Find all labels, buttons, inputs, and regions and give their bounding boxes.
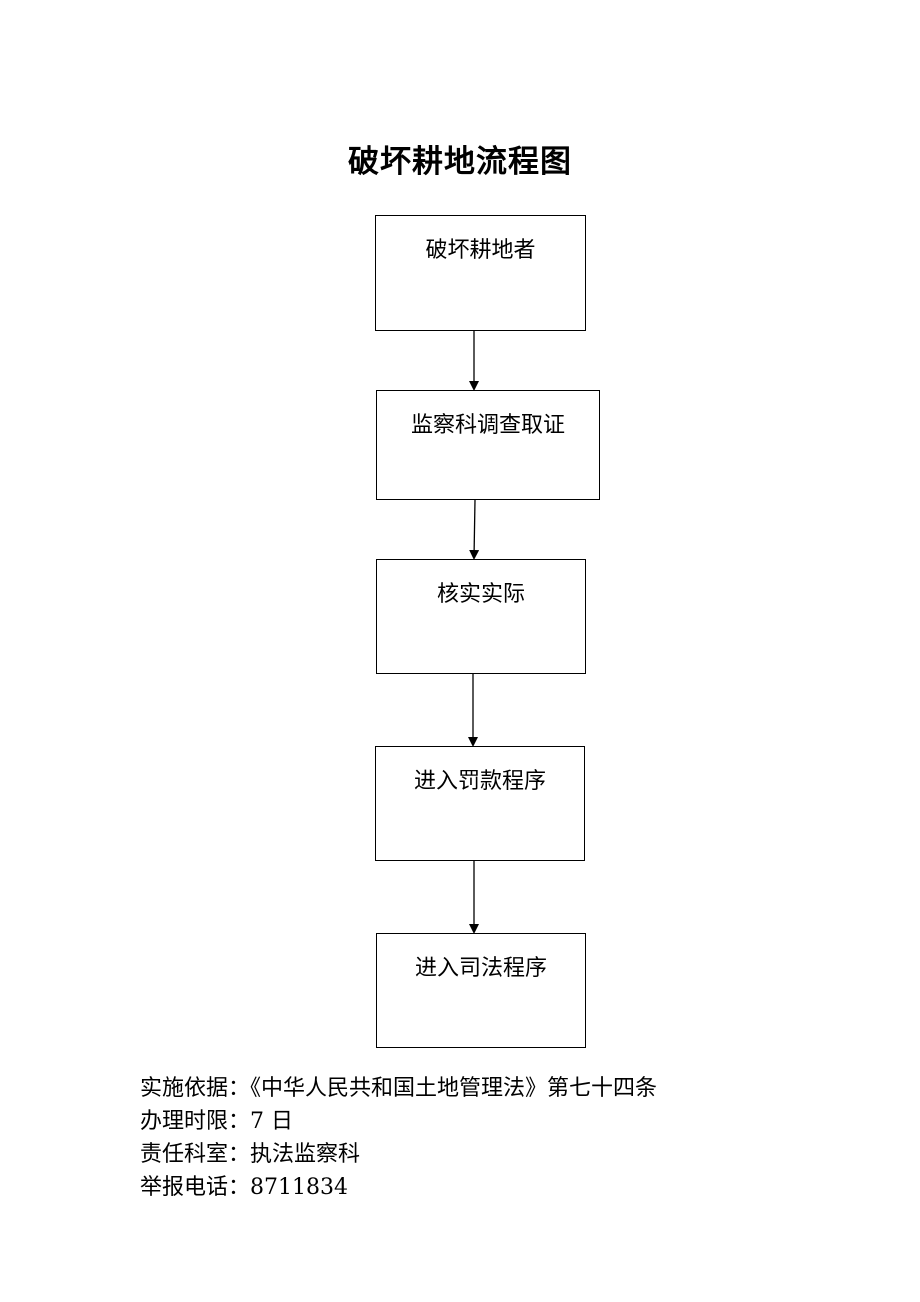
legal-basis: 实施依据：《中华人民共和国土地管理法》第七十四条 (140, 1076, 658, 1101)
page-title: 破坏耕地流程图 (348, 144, 572, 180)
flow-step-label: 监察科调查取证 (410, 413, 565, 438)
flow-step-label: 核实实际 (436, 582, 525, 607)
flow-step-judicial-procedure: 进入司法程序 (376, 933, 586, 1048)
flow-step-label: 破坏耕地者 (425, 238, 536, 263)
flow-step-label: 进入罚款程序 (413, 769, 546, 794)
responsible-department: 责任科室：执法监察科 (140, 1142, 361, 1167)
flow-step-verification: 核实实际 (376, 559, 586, 674)
flow-step-violator: 破坏耕地者 (375, 215, 586, 331)
flow-step-fine-procedure: 进入罚款程序 (375, 746, 585, 861)
flow-step-investigation: 监察科调查取证 (376, 390, 600, 500)
report-hotline: 举报电话：8711834 (140, 1175, 348, 1200)
flow-arrow (469, 499, 480, 560)
info-block: 实施依据：《中华人民共和国土地管理法》第七十四条 办理时限：7 日 责任科室：执… (140, 1072, 657, 1204)
flow-step-label: 进入司法程序 (414, 956, 547, 981)
time-limit: 办理时限：7 日 (140, 1109, 293, 1134)
